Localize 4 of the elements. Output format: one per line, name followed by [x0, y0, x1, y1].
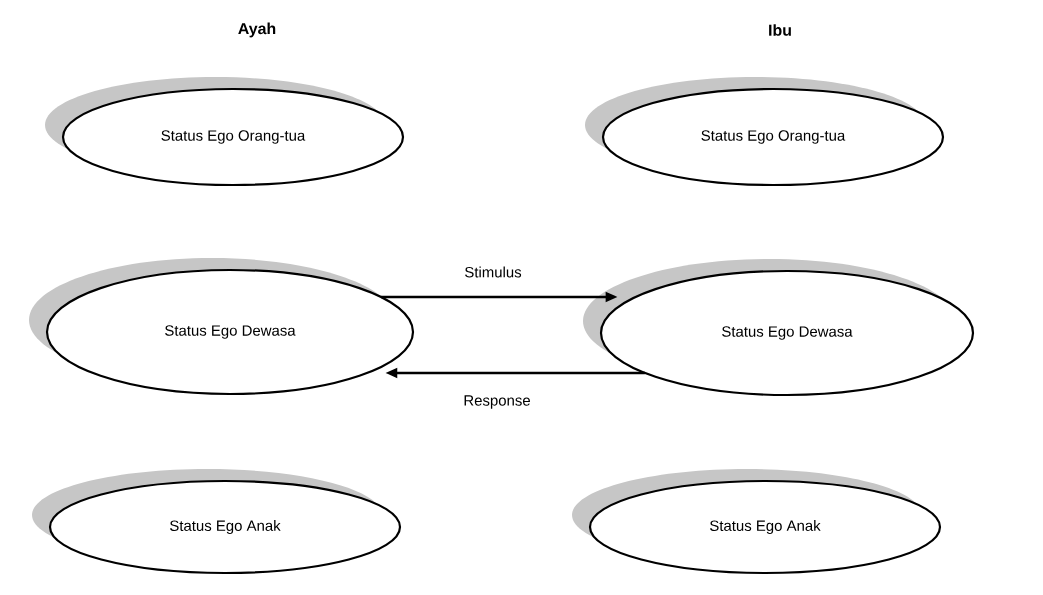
- column-heading: Ibu: [769, 24, 791, 36]
- edge-label: Stimulus: [463, 265, 523, 279]
- column-heading: Ayah: [238, 22, 276, 38]
- edge-label: Response: [462, 394, 532, 410]
